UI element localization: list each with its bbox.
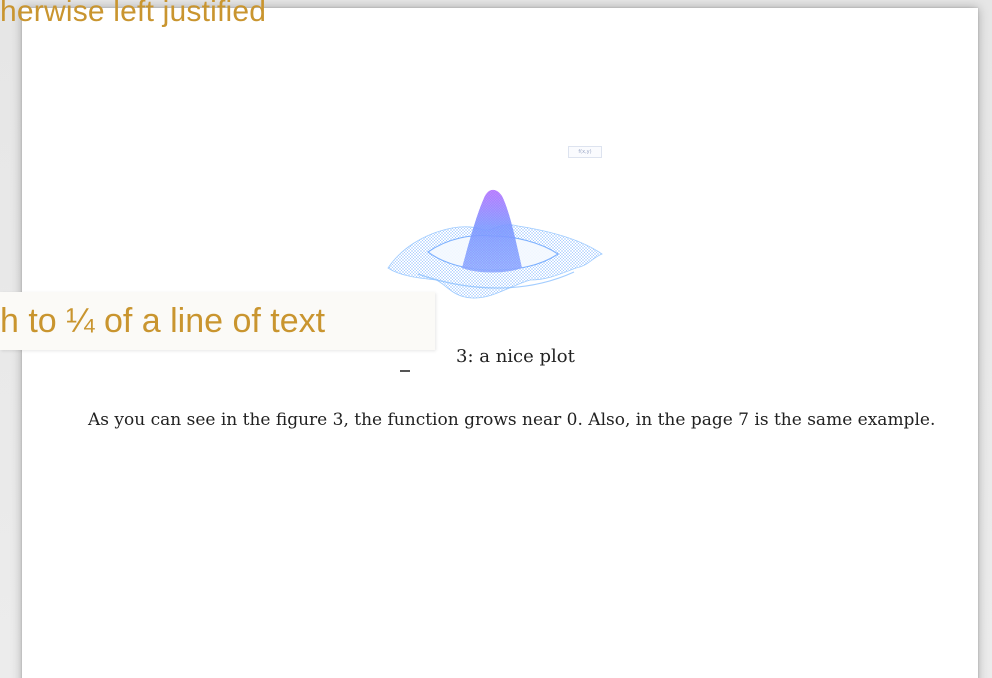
caption-fragment-mark	[400, 370, 410, 372]
figure-caption: 3: a nice plot	[456, 346, 575, 367]
justification-note-middle-text: h to ¼ of a line of text	[0, 302, 326, 340]
justification-note-top-text: herwise left justified	[0, 0, 267, 28]
plot-surface-peak-mesh	[462, 189, 522, 273]
plot-legend-chip: f(x,y)	[568, 146, 602, 158]
plot-legend-text: f(x,y)	[578, 149, 592, 155]
surface-plot	[387, 189, 603, 299]
justification-note-top: herwise left justified	[0, 0, 280, 30]
body-paragraph: As you can see in the figure 3, the func…	[88, 410, 936, 430]
plot-surface-front-lip	[417, 271, 575, 289]
justification-note-middle: h to ¼ of a line of text	[0, 292, 435, 350]
